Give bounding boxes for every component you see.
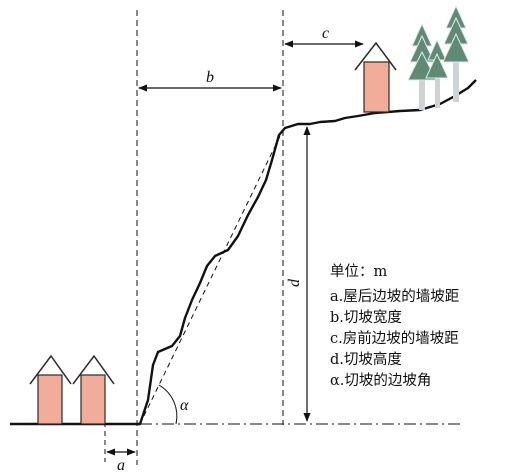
legend-item-a: a.屋后边坡的墙坡距 (330, 289, 460, 305)
house-icon (72, 354, 115, 425)
tree-icon (442, 4, 470, 102)
legend: 单位：m a.屋后边坡的墙坡距 b.切坡宽度 c.房前边坡的墙坡距 d.切坡高度… (330, 262, 506, 392)
label-alpha: α (180, 397, 189, 414)
house-icon (354, 41, 397, 113)
label-c: c (322, 25, 329, 42)
label-d: d (286, 278, 303, 287)
legend-unit: 单位：m (330, 264, 388, 280)
legend-item-b: b.切坡宽度 (330, 310, 402, 326)
legend-item-alpha: α.切坡的边坡角 (330, 373, 432, 389)
label-a: a (117, 457, 125, 473)
legend-item-d: d.切坡高度 (330, 352, 402, 368)
slope-chord-line (139, 131, 283, 425)
angle-arc (158, 384, 178, 425)
tree-icon (425, 38, 449, 108)
terrain-profile (10, 79, 477, 426)
legend-item-c: c.房前边坡的墙坡距 (330, 331, 459, 347)
house-icon (29, 354, 72, 425)
label-b: b (206, 69, 214, 86)
